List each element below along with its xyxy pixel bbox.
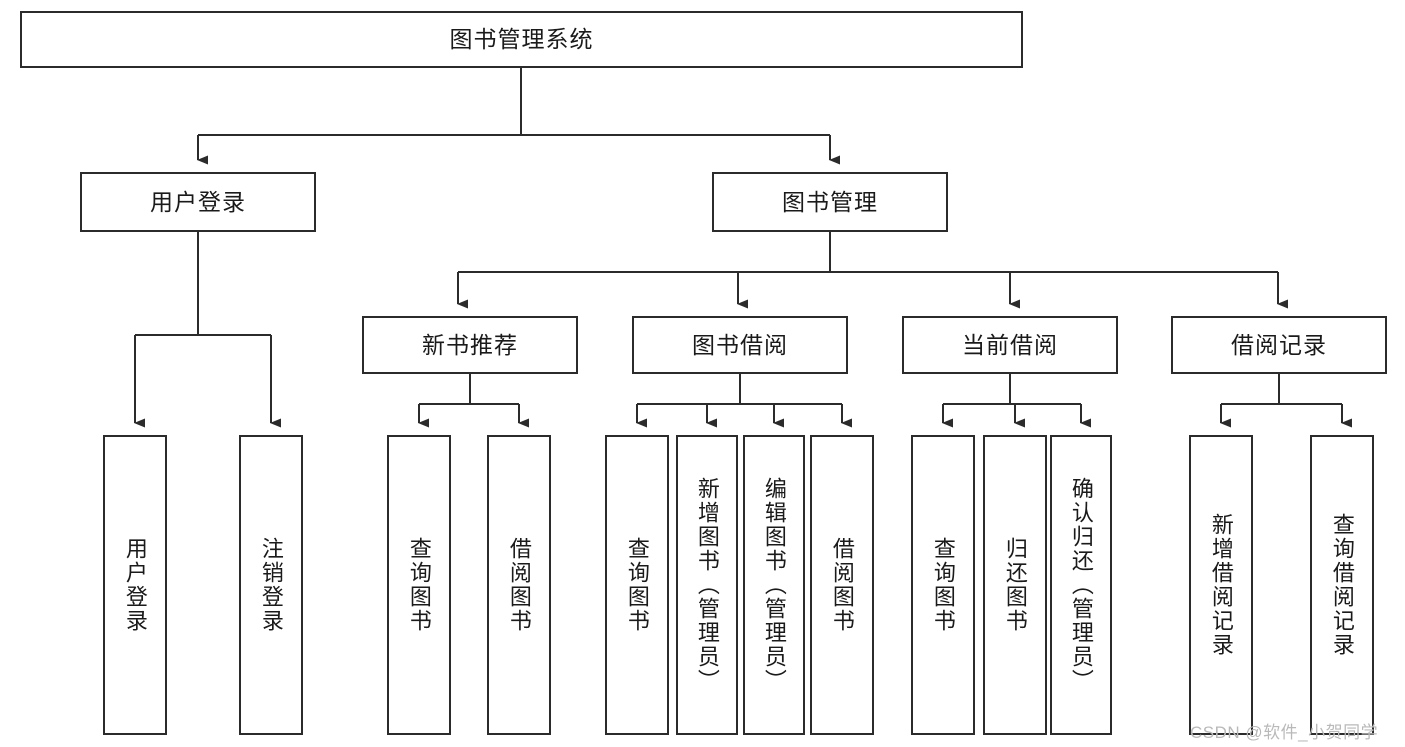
node-user-login[interactable]: 用户登录: [80, 172, 316, 232]
leaf-borrow-query-book[interactable]: 查询图书: [605, 435, 669, 735]
leaf-borrow-add-book-admin[interactable]: 新增图书（管理员）: [676, 435, 738, 735]
leaf-recommend-query-book[interactable]: 查询图书: [387, 435, 451, 735]
node-current-borrow[interactable]: 当前借阅: [902, 316, 1118, 374]
leaf-borrow-edit-book-admin[interactable]: 编辑图书（管理员）: [743, 435, 805, 735]
leaf-record-add-borrow-record[interactable]: 新增借阅记录: [1189, 435, 1253, 735]
csdn-watermark: CSDN @软件_小贺同学: [1190, 723, 1379, 742]
node-new-book-recommend[interactable]: 新书推荐: [362, 316, 578, 374]
node-borrow-records[interactable]: 借阅记录: [1171, 316, 1387, 374]
leaf-user-logout-action[interactable]: 注销登录: [239, 435, 303, 735]
node-book-management[interactable]: 图书管理: [712, 172, 948, 232]
leaf-recommend-borrow-book[interactable]: 借阅图书: [487, 435, 551, 735]
leaf-current-return-book[interactable]: 归还图书: [983, 435, 1047, 735]
node-root-system[interactable]: 图书管理系统: [20, 11, 1023, 68]
leaf-current-query-book[interactable]: 查询图书: [911, 435, 975, 735]
leaf-record-query-borrow-record[interactable]: 查询借阅记录: [1310, 435, 1374, 735]
node-book-borrow[interactable]: 图书借阅: [632, 316, 848, 374]
leaf-borrow-borrow-book[interactable]: 借阅图书: [810, 435, 874, 735]
leaf-user-login-action[interactable]: 用户登录: [103, 435, 167, 735]
leaf-current-confirm-return-admin[interactable]: 确认归还（管理员）: [1050, 435, 1112, 735]
